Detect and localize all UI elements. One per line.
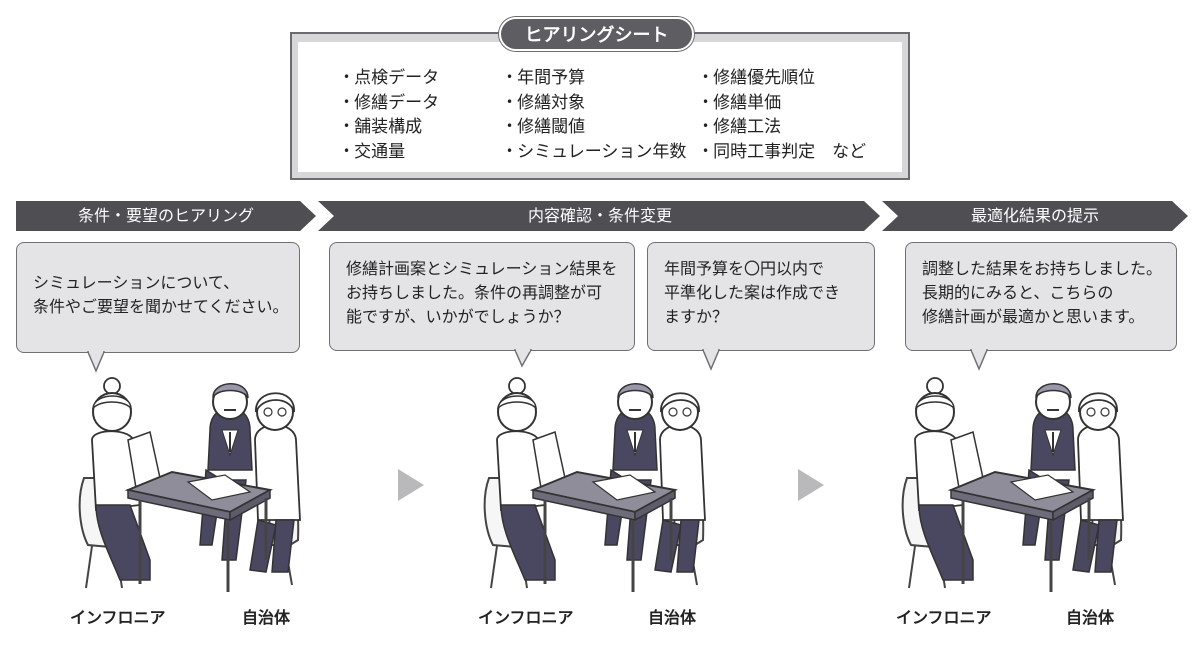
step-arrow-3 (882, 201, 1188, 231)
hearing-sheet-column-2: 年間予算 修繕対象 修繕閾値 シミュレーション年数 (506, 66, 686, 164)
speech-bubble-2: 修繕計画案とシミュレーション結果を お持ちしました。条件の再調整が可 能ですが、… (329, 242, 635, 351)
bubble-line: シミュレーションについて、 (33, 273, 240, 292)
sheet-item: 修繕データ (343, 91, 439, 116)
bubble-line: 長期的にみると、こちらの (922, 283, 1114, 302)
sheet-item: 修繕対象 (506, 91, 686, 116)
step-label-3: 最適化結果の提示 (970, 206, 1099, 225)
bubble-tails (86, 348, 989, 373)
sheet-item: 修繕閾値 (506, 115, 686, 140)
speech-bubble-4: 調整した結果をお持ちしました。 長期的にみると、こちらの 修繕計画が最適かと思い… (905, 242, 1177, 351)
bubble-line: 調整した結果をお持ちしました。 (922, 259, 1163, 278)
bubble-line: お持ちしました。条件の再調整が可 (346, 283, 603, 302)
bubble-line: 平準化した案は作成でき (664, 283, 841, 302)
sheet-item: 年間予算 (506, 66, 686, 91)
sheet-item: 点検データ (343, 66, 439, 91)
hearing-sheet-title: ヒアリングシート (499, 17, 694, 51)
sheet-item: 舗装構成 (343, 115, 439, 140)
speech-bubble-3: 年間予算を〇円以内で 平準化した案は作成でき ますか？ (647, 242, 875, 351)
label-right-party: 自治体 (242, 608, 291, 627)
step-arrow-1 (16, 201, 316, 231)
label-left-party: インフロニア (896, 608, 992, 627)
meeting-scene-3 (901, 376, 1125, 594)
speech-bubble-1: シミュレーションについて、 条件やご要望を聞かせてください。 (16, 242, 300, 353)
hearing-sheet-column-3: 修繕優先順位 修繕単価 修繕工法 同時工事判定 など (702, 66, 866, 164)
bubble-line: 修繕計画が最適かと思います。 (922, 307, 1145, 326)
bubble-line: ますか？ (664, 307, 729, 326)
flow-arrow-icon (798, 469, 824, 501)
bubble-line: 修繕計画案とシミュレーション結果を (346, 259, 618, 278)
bubble-line: 条件やご要望を聞かせてください。 (33, 297, 289, 316)
sheet-item: 同時工事判定 など (702, 140, 866, 165)
sheet-item: シミュレーション年数 (506, 140, 686, 165)
bubble-line: 年間予算を〇円以内で (664, 259, 825, 278)
hearing-sheet-column-1: 点検データ 修繕データ 舗装構成 交通量 (343, 66, 439, 164)
label-right-party: 自治体 (1066, 608, 1115, 627)
bubble-line: 能ですが、いかがでしょうか？ (346, 307, 570, 326)
label-left-party: インフロニア (478, 608, 574, 627)
label-right-party: 自治体 (648, 608, 697, 627)
step-arrow-2 (318, 201, 880, 231)
sheet-item: 交通量 (343, 140, 439, 165)
label-left-party: インフロニア (70, 608, 166, 627)
step-arrows (16, 201, 1188, 231)
sheet-item: 修繕単価 (702, 91, 866, 116)
sheet-item: 修繕工法 (702, 115, 866, 140)
step-label-2: 内容確認・条件変更 (527, 206, 672, 225)
sheet-item: 修繕優先順位 (702, 66, 866, 91)
step-label-1: 条件・要望のヒアリング (77, 206, 254, 225)
flow-arrow-icon (398, 469, 424, 501)
